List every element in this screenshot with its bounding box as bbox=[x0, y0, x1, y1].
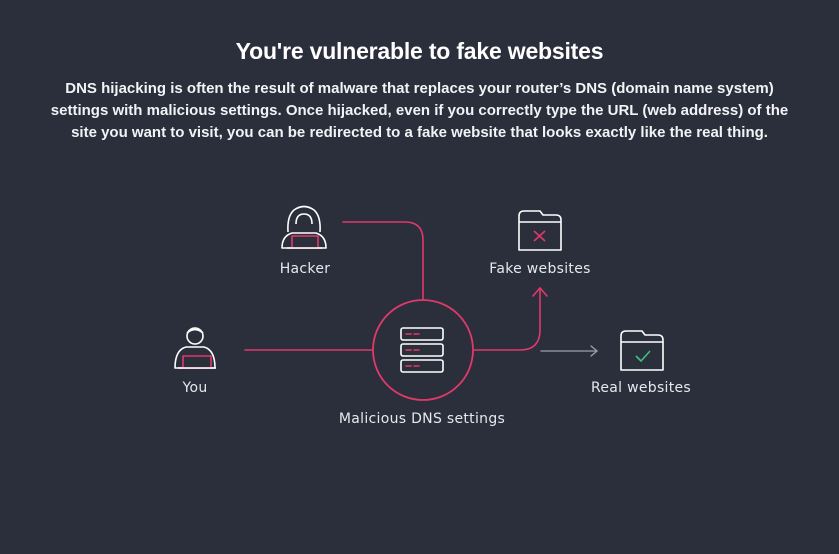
fake-websites-label: Fake websites bbox=[489, 261, 591, 277]
fake-website-icon bbox=[518, 210, 562, 251]
dns-to-fake-line bbox=[473, 289, 541, 351]
dns-label: Malicious DNS settings bbox=[338, 411, 506, 427]
fake-arrow-head bbox=[532, 286, 548, 297]
page-description: DNS hijacking is often the result of mal… bbox=[50, 80, 789, 141]
real-website-icon bbox=[620, 330, 664, 371]
connector-lines bbox=[244, 221, 548, 351]
real-arrow bbox=[540, 345, 599, 357]
dns-server-icon bbox=[372, 299, 474, 401]
page-title: You're vulnerable to fake websites bbox=[235, 38, 604, 64]
real-websites-label: Real websites bbox=[590, 380, 692, 396]
hacker-icon bbox=[281, 205, 327, 249]
user-icon bbox=[174, 327, 216, 369]
you-label: You bbox=[182, 380, 208, 396]
hacker-to-dns-line bbox=[342, 221, 424, 301]
hacker-label: Hacker bbox=[279, 261, 331, 277]
